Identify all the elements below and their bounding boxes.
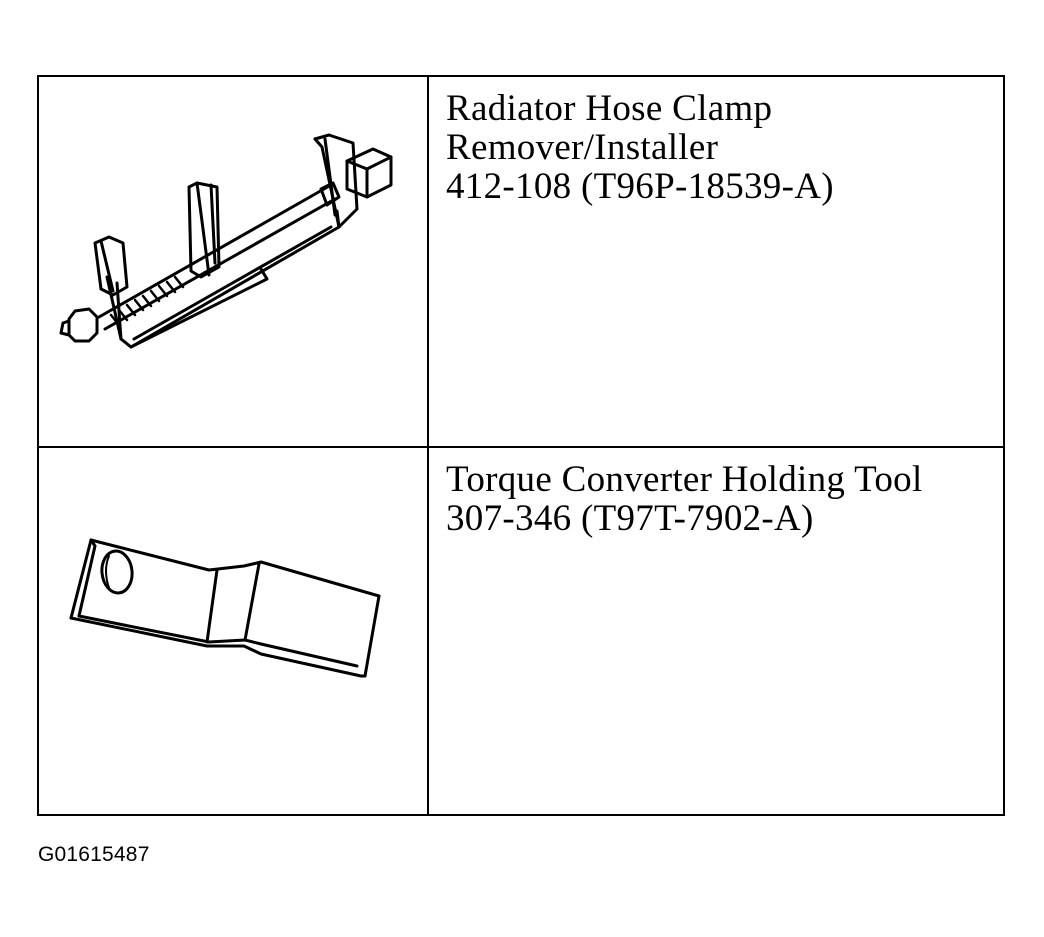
tool-name-line: Torque Converter Holding Tool [446, 459, 923, 500]
tool-illustration-cell-1 [39, 77, 429, 448]
tool-description-cell-2: Torque Converter Holding Tool 307-346 (T… [429, 448, 1003, 814]
tool-name-line: Remover/Installer [446, 127, 719, 168]
tool-part-number: 412-108 (T96P-18539-A) [446, 166, 834, 207]
tool-part-number: 307-346 (T97T-7902-A) [446, 498, 814, 539]
tool-illustration-cell-2 [39, 448, 429, 814]
special-tools-table: Radiator Hose Clamp Remover/Installer 41… [37, 75, 1005, 816]
tool-name-line: Radiator Hose Clamp [446, 88, 773, 129]
hose-clamp-tool-icon [59, 133, 393, 349]
figure-id: G01615487 [38, 843, 150, 866]
tool-description-cell-1: Radiator Hose Clamp Remover/Installer 41… [429, 77, 1003, 448]
holding-tool-bracket-icon [69, 538, 381, 678]
